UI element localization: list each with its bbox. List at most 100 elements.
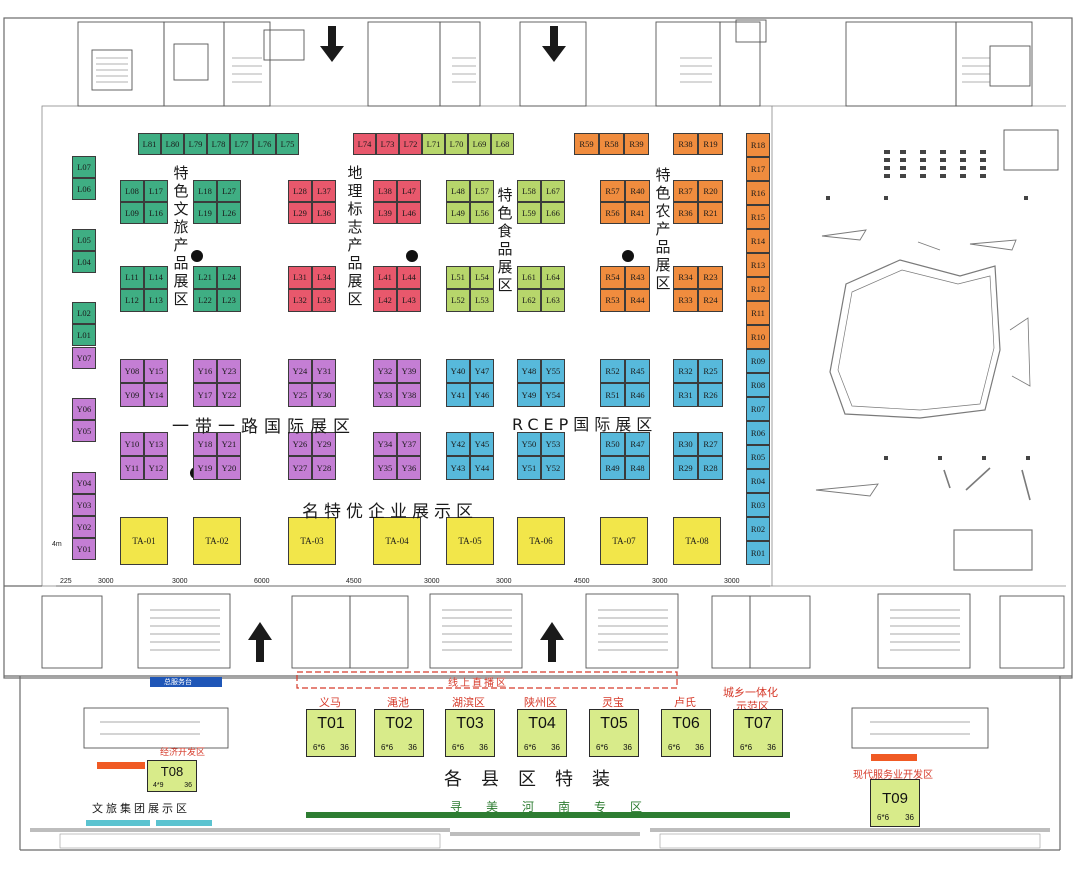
booth-y04[interactable]: Y04 — [72, 472, 96, 494]
booth-l53[interactable]: L53 — [470, 289, 494, 312]
booth-l74[interactable]: L74 — [353, 133, 376, 155]
booth-y37[interactable]: Y37 — [397, 432, 421, 456]
booth-r16[interactable]: R16 — [746, 181, 770, 205]
booth-y02[interactable]: Y02 — [72, 516, 96, 538]
booth-y33[interactable]: Y33 — [373, 383, 397, 407]
booth-r02[interactable]: R02 — [746, 517, 770, 541]
booth-l58[interactable]: L58 — [517, 180, 541, 202]
booth-r56[interactable]: R56 — [600, 202, 625, 224]
booth-l68[interactable]: L68 — [491, 133, 514, 155]
booth-r09[interactable]: R09 — [746, 349, 770, 373]
booth-r18[interactable]: R18 — [746, 133, 770, 157]
booth-l32[interactable]: L32 — [288, 289, 312, 312]
booth-r39[interactable]: R39 — [624, 133, 649, 155]
booth-l33[interactable]: L33 — [312, 289, 336, 312]
booth-r47[interactable]: R47 — [625, 432, 650, 456]
booth-l78[interactable]: L78 — [207, 133, 230, 155]
booth-l28[interactable]: L28 — [288, 180, 312, 202]
booth-y50[interactable]: Y50 — [517, 432, 541, 456]
booth-y34[interactable]: Y34 — [373, 432, 397, 456]
booth-y17[interactable]: Y17 — [193, 383, 217, 407]
booth-r32[interactable]: R32 — [673, 359, 698, 383]
booth-y12[interactable]: Y12 — [144, 456, 168, 480]
booth-l39[interactable]: L39 — [373, 202, 397, 224]
booth-l48[interactable]: L48 — [446, 180, 470, 202]
booth-l14[interactable]: L14 — [144, 266, 168, 289]
booth-y23[interactable]: Y23 — [217, 359, 241, 383]
booth-r48[interactable]: R48 — [625, 456, 650, 480]
booth-l21[interactable]: L21 — [193, 266, 217, 289]
booth-l62[interactable]: L62 — [517, 289, 541, 312]
booth-r59[interactable]: R59 — [574, 133, 599, 155]
booth-r19[interactable]: R19 — [698, 133, 723, 155]
booth-l75[interactable]: L75 — [276, 133, 299, 155]
booth-l72[interactable]: L72 — [399, 133, 422, 155]
booth-l01[interactable]: L01 — [72, 324, 96, 346]
booth-l31[interactable]: L31 — [288, 266, 312, 289]
booth-r13[interactable]: R13 — [746, 253, 770, 277]
booth-l12[interactable]: L12 — [120, 289, 144, 312]
booth-l07[interactable]: L07 — [72, 156, 96, 178]
booth-ta-08[interactable]: TA-08 — [673, 517, 721, 565]
booth-l64[interactable]: L64 — [541, 266, 565, 289]
booth-r21[interactable]: R21 — [698, 202, 723, 224]
booth-r03[interactable]: R03 — [746, 493, 770, 517]
booth-l22[interactable]: L22 — [193, 289, 217, 312]
booth-y27[interactable]: Y27 — [288, 456, 312, 480]
booth-l63[interactable]: L63 — [541, 289, 565, 312]
booth-r05[interactable]: R05 — [746, 445, 770, 469]
booth-y08[interactable]: Y08 — [120, 359, 144, 383]
booth-r58[interactable]: R58 — [599, 133, 624, 155]
booth-y48[interactable]: Y48 — [517, 359, 541, 383]
booth-y21[interactable]: Y21 — [217, 432, 241, 456]
booth-r01[interactable]: R01 — [746, 541, 770, 565]
booth-l67[interactable]: L67 — [541, 180, 565, 202]
booth-l54[interactable]: L54 — [470, 266, 494, 289]
booth-y10[interactable]: Y10 — [120, 432, 144, 456]
booth-r51[interactable]: R51 — [600, 383, 625, 407]
booth-l18[interactable]: L18 — [193, 180, 217, 202]
booth-t09[interactable]: T09 6*6 36 — [870, 779, 920, 827]
booth-ta-04[interactable]: TA-04 — [373, 517, 421, 565]
booth-y09[interactable]: Y09 — [120, 383, 144, 407]
booth-y54[interactable]: Y54 — [541, 383, 565, 407]
booth-l69[interactable]: L69 — [468, 133, 491, 155]
booth-l06[interactable]: L06 — [72, 178, 96, 200]
booth-y07[interactable]: Y07 — [72, 347, 96, 369]
booth-y18[interactable]: Y18 — [193, 432, 217, 456]
booth-ta-07[interactable]: TA-07 — [600, 517, 648, 565]
booth-l34[interactable]: L34 — [312, 266, 336, 289]
booth-y19[interactable]: Y19 — [193, 456, 217, 480]
booth-r33[interactable]: R33 — [673, 289, 698, 312]
booth-r45[interactable]: R45 — [625, 359, 650, 383]
booth-t08[interactable]: T08 4*9 36 — [147, 760, 197, 792]
booth-y29[interactable]: Y29 — [312, 432, 336, 456]
booth-r26[interactable]: R26 — [698, 383, 723, 407]
booth-y11[interactable]: Y11 — [120, 456, 144, 480]
booth-l57[interactable]: L57 — [470, 180, 494, 202]
booth-l59[interactable]: L59 — [517, 202, 541, 224]
booth-l19[interactable]: L19 — [193, 202, 217, 224]
booth-r49[interactable]: R49 — [600, 456, 625, 480]
booth-y13[interactable]: Y13 — [144, 432, 168, 456]
booth-l24[interactable]: L24 — [217, 266, 241, 289]
booth-r24[interactable]: R24 — [698, 289, 723, 312]
booth-r53[interactable]: R53 — [600, 289, 625, 312]
booth-l23[interactable]: L23 — [217, 289, 241, 312]
booth-r08[interactable]: R08 — [746, 373, 770, 397]
booth-l56[interactable]: L56 — [470, 202, 494, 224]
booth-r41[interactable]: R41 — [625, 202, 650, 224]
booth-r11[interactable]: R11 — [746, 301, 770, 325]
booth-r36[interactable]: R36 — [673, 202, 698, 224]
booth-y14[interactable]: Y14 — [144, 383, 168, 407]
booth-y36[interactable]: Y36 — [397, 456, 421, 480]
booth-ta-02[interactable]: TA-02 — [193, 517, 241, 565]
booth-l38[interactable]: L38 — [373, 180, 397, 202]
booth-l43[interactable]: L43 — [397, 289, 421, 312]
booth-l16[interactable]: L16 — [144, 202, 168, 224]
booth-y42[interactable]: Y42 — [446, 432, 470, 456]
